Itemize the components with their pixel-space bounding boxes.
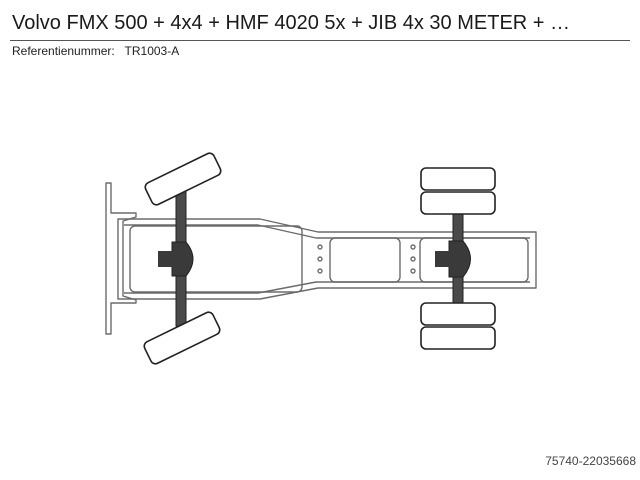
rear-axle: [420, 167, 496, 350]
frame-hole: [317, 244, 323, 250]
header-divider: [10, 40, 630, 41]
crossmember-mid: [329, 237, 401, 283]
frame-hole: [410, 244, 416, 250]
rear-right-outer-wheel: [420, 326, 496, 350]
rear-differential: [448, 240, 471, 278]
crossmember-front: [129, 225, 303, 293]
reference-label: Referentienummer:: [12, 44, 115, 58]
frame-hole: [317, 268, 323, 274]
front-left-wheel: [144, 152, 222, 206]
front-bumper: [105, 182, 137, 335]
reference-number: Referentienummer: TR1003-A: [12, 43, 179, 59]
front-differential: [171, 241, 194, 277]
rear-axle-mount: [435, 251, 451, 267]
listing-id: 75740-22035668: [545, 454, 636, 468]
chassis-frame: [117, 218, 537, 300]
frame-hole: [410, 256, 416, 262]
frame-hole: [317, 256, 323, 262]
front-axle-mount: [158, 251, 174, 267]
crossmember-rear: [419, 237, 529, 283]
front-axle: [143, 152, 222, 365]
rear-left-outer-wheel: [420, 167, 496, 191]
frame-hole: [410, 268, 416, 274]
rear-right-inner-wheel: [420, 302, 496, 326]
front-right-wheel: [143, 311, 221, 365]
rear-left-inner-wheel: [420, 191, 496, 215]
reference-value: TR1003-A: [124, 44, 180, 58]
